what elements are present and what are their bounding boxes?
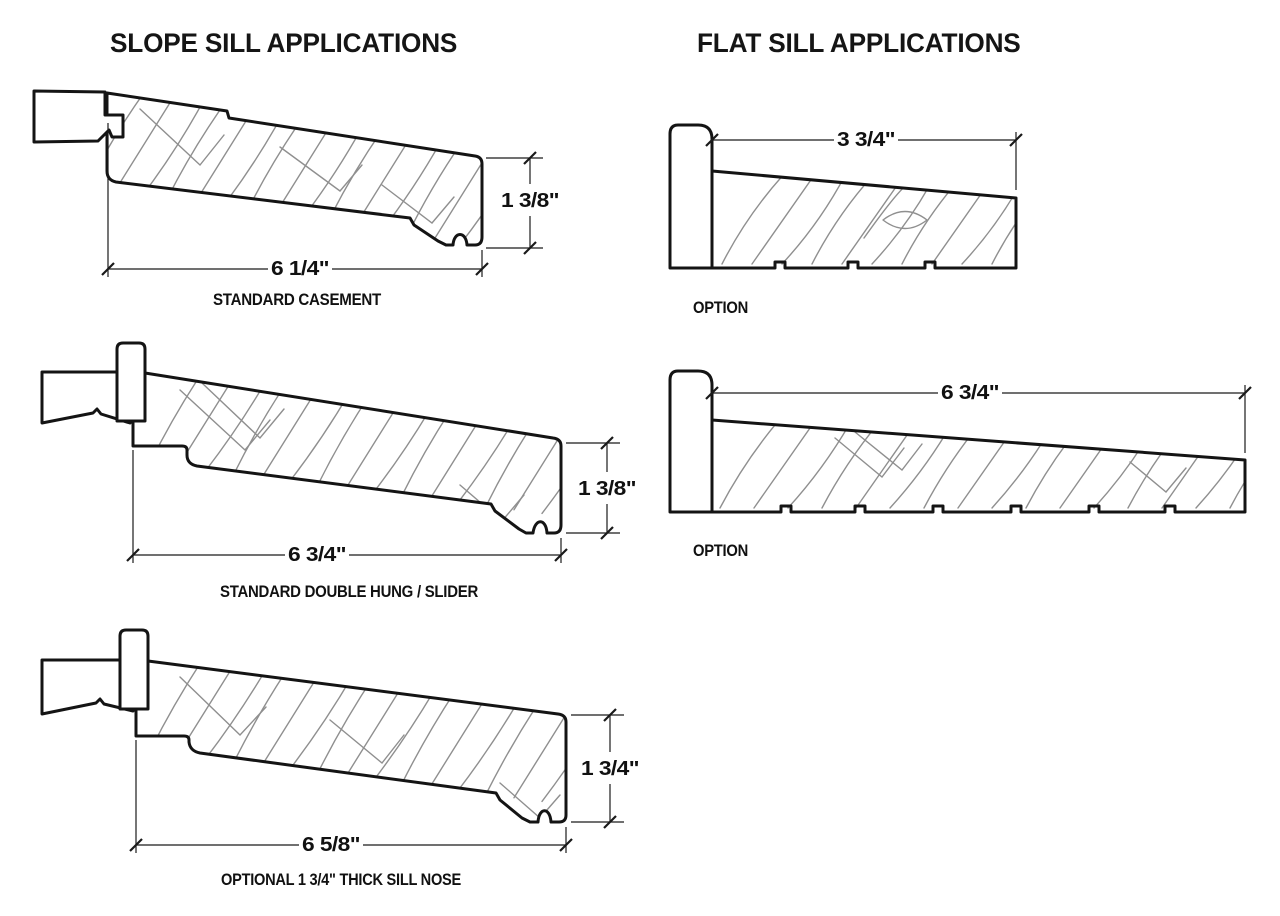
dimensions [126,436,620,563]
sill-profile-outline [105,91,484,247]
drawing-label: OPTION [693,298,748,317]
sash-stop-profile [118,628,150,711]
profile-outline [668,123,1018,270]
sash-stop-profile [115,341,147,423]
sill-profile-outline [134,659,568,824]
dimensions [705,385,1252,453]
flat-sill-title: FLAT SILL APPLICATIONS [697,28,1021,58]
dimensions [705,132,1023,190]
standard-double-hung-slider-drawing: 6 3/4" 1 3/8" STANDARD DOUBLE HUNG / SLI… [40,341,637,601]
wood-grain [149,661,566,819]
thickness-dimension: 1 3/4" [581,758,639,780]
sill-profile-outline [131,371,563,535]
sill-profile-fill [136,661,566,822]
flat-sill-option-large-drawing: 6 3/4" OPTION [668,369,1252,560]
drawing-label: OPTION [693,541,748,560]
standard-casement-drawing: 6 1/4" 1 3/8" STANDARD CASEMENT [32,89,560,309]
profile-outline [668,369,1247,514]
wood-grain [719,420,1245,509]
dimensions [129,708,624,853]
jamb-profile [32,89,125,144]
width-dimension: 6 3/4" [941,382,999,404]
flat-sill-option-small-drawing: 3 3/4" OPTION [668,123,1023,317]
sill-profile-fill [107,93,482,245]
thickness-dimension: 1 3/8" [501,190,559,212]
dimensions [101,123,543,277]
slope-sill-title: SLOPE SILL APPLICATIONS [110,28,458,58]
width-dimension: 6 5/8" [302,834,360,856]
thickness-dimension: 1 3/8" [578,478,636,500]
width-dimension: 3 3/4" [837,129,895,151]
profile-fill [670,125,1016,268]
drawing-label: STANDARD CASEMENT [213,290,382,309]
optional-thick-sill-nose-drawing: 6 5/8" 1 3/4" OPTIONAL 1 3/4" THICK SILL… [40,628,640,889]
width-dimension: 6 3/4" [288,544,346,566]
drawing-label: OPTIONAL 1 3/4" THICK SILL NOSE [221,870,461,889]
sill-profile-fill [133,373,561,533]
width-dimension: 6 1/4" [271,258,329,280]
drawing-label: STANDARD DOUBLE HUNG / SLIDER [220,582,478,601]
